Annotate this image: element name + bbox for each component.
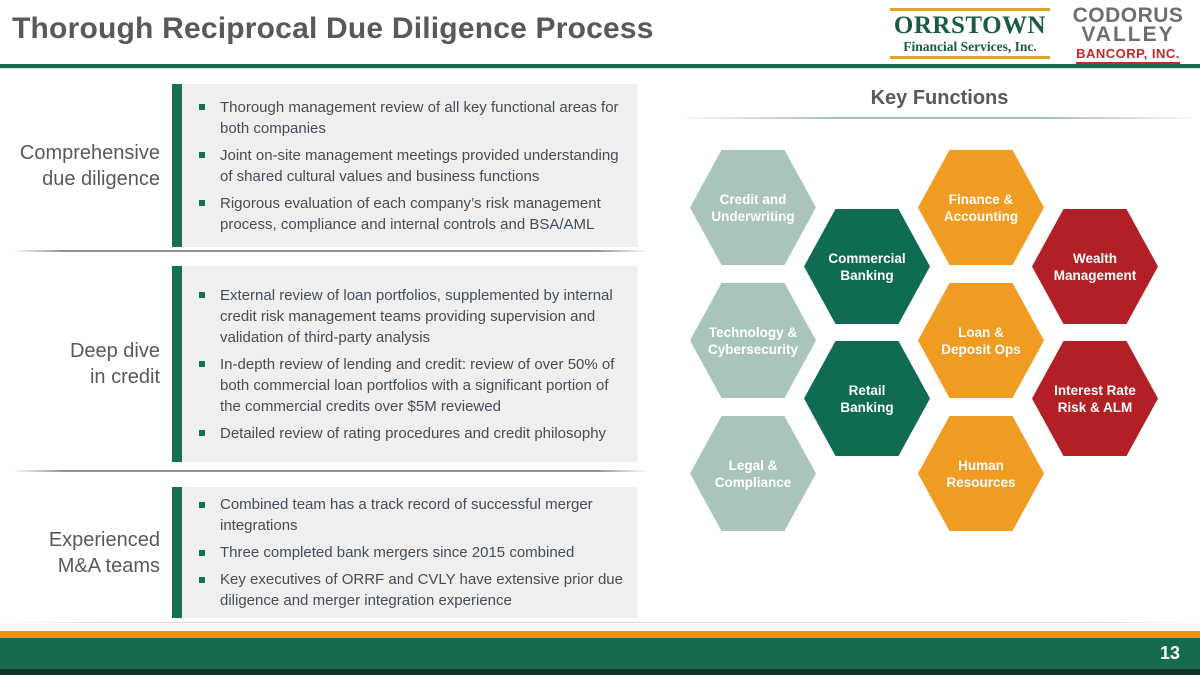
hex-label-line: Banking [840,399,894,415]
hex-label-line: Wealth [1072,250,1117,266]
bullet-item: Detailed review of rating procedures and… [192,423,628,444]
section-label-line: Experienced [48,528,160,551]
bullet-list: Thorough management review of all key fu… [182,87,638,245]
bullet-item: Combined team has a track record of succ… [192,494,628,536]
section-label: Comprehensive due diligence [0,140,160,192]
section-experienced-ma-teams: Experienced M&A teams Combined team has … [0,487,660,618]
orrstown-subtitle: Financial Services, Inc. [903,39,1037,54]
hex-label-line: Deposit Ops [941,341,1021,357]
section-label-line: in credit [89,366,160,388]
orrstown-logo: ORRSTOWN Financial Services, Inc. [890,6,1050,61]
orrstown-rule-bottom [890,56,1050,59]
logo-group: ORRSTOWN Financial Services, Inc. CODORU… [890,4,1192,64]
key-functions-title: Key Functions [870,87,1009,109]
bullet-list: Combined team has a track record of succ… [182,484,638,621]
page-number: 13 [1159,643,1180,663]
hex-label-line: Management [1053,267,1137,283]
hex-label-line: Underwriting [711,208,795,224]
hex-label-line: Credit and [719,191,787,207]
codorus-line2: VALLEY [1081,23,1175,46]
hex-label-line: Interest Rate [1054,382,1136,398]
bullet-list: External review of loan portfolios, supp… [182,275,638,454]
footer-bar: 13 [0,638,1200,669]
hex-label-line: Loan & [958,324,1004,340]
bullet-item: Three completed bank mergers since 2015 … [192,542,628,563]
hex-legal-compliance: Legal & Compliance [690,416,816,531]
hex-label-line: Resources [946,474,1016,490]
bullet-item: Thorough management review of all key fu… [192,97,628,139]
codorus-line3: BANCORP, INC. [1076,46,1180,64]
codorus-logo: CODORUS VALLEY BANCORP, INC. [1064,4,1192,64]
key-functions-divider [687,117,1192,119]
hex-label-line: Human [958,457,1004,473]
hex-label-line: Finance & [948,191,1014,207]
page-title: Thorough Reciprocal Due Diligence Proces… [12,12,654,45]
section-label-line: due diligence [42,167,160,190]
hex-label-line: Compliance [714,474,792,490]
section-divider [12,470,648,472]
section-label-line: Comprehensive [19,141,160,164]
hex-credit-and-underwriting: Credit and Underwriting [690,150,816,265]
footer-bottom-strip [0,669,1200,675]
section-label-line: Deep dive [69,340,160,362]
section-panel: Thorough management review of all key fu… [172,84,638,247]
bullet-item: In-depth review of lending and credit: r… [192,354,628,417]
header-divider [0,64,1200,69]
bullet-item: Rigorous evaluation of each company’s ri… [192,193,628,235]
hex-label-line: Legal & [728,457,778,473]
hex-label-line: Accounting [943,208,1019,224]
footer-divider [0,622,1200,623]
hex-loan-deposit-ops: Loan & Deposit Ops [918,283,1044,398]
section-divider [12,250,648,252]
orrstown-rule-top [890,8,1050,11]
hex-retail-banking: Retail Banking [804,341,930,456]
hex-commercial-banking: Commercial Banking [804,209,930,324]
footer-orange-bar [0,631,1200,638]
hex-label-line: Commercial [828,250,906,266]
section-label: Experienced M&A teams [0,527,160,579]
orrstown-name: ORRSTOWN [893,12,1047,39]
section-label: Deep dive in credit [0,338,160,390]
bullet-item: External review of loan portfolios, supp… [192,285,628,348]
section-comprehensive-due-diligence: Comprehensive due diligence Thorough man… [0,84,660,247]
section-panel: External review of loan portfolios, supp… [172,266,638,462]
section-label-line: M&A teams [57,554,160,577]
hex-interest-rate-risk-alm: Interest Rate Risk & ALM [1032,341,1158,456]
hex-label-line: Risk & ALM [1057,399,1133,415]
hex-wealth-management: Wealth Management [1032,209,1158,324]
bullet-item: Joint on-site management meetings provid… [192,145,628,187]
hex-label-line: Technology & [708,324,798,340]
hex-label-line: Banking [840,267,894,283]
hex-human-resources: Human Resources [918,416,1044,531]
bullet-item: Key executives of ORRF and CVLY have ext… [192,569,628,611]
hex-label-line: Retail [848,382,886,398]
section-panel: Combined team has a track record of succ… [172,487,638,618]
hex-label-line: Cybersecurity [707,341,799,357]
hex-finance-accounting: Finance & Accounting [918,150,1044,265]
codorus-line1: CODORUS [1072,4,1184,27]
hex-technology-cybersecurity: Technology & Cybersecurity [690,283,816,398]
section-deep-dive-in-credit: Deep dive in credit External review of l… [0,266,660,462]
